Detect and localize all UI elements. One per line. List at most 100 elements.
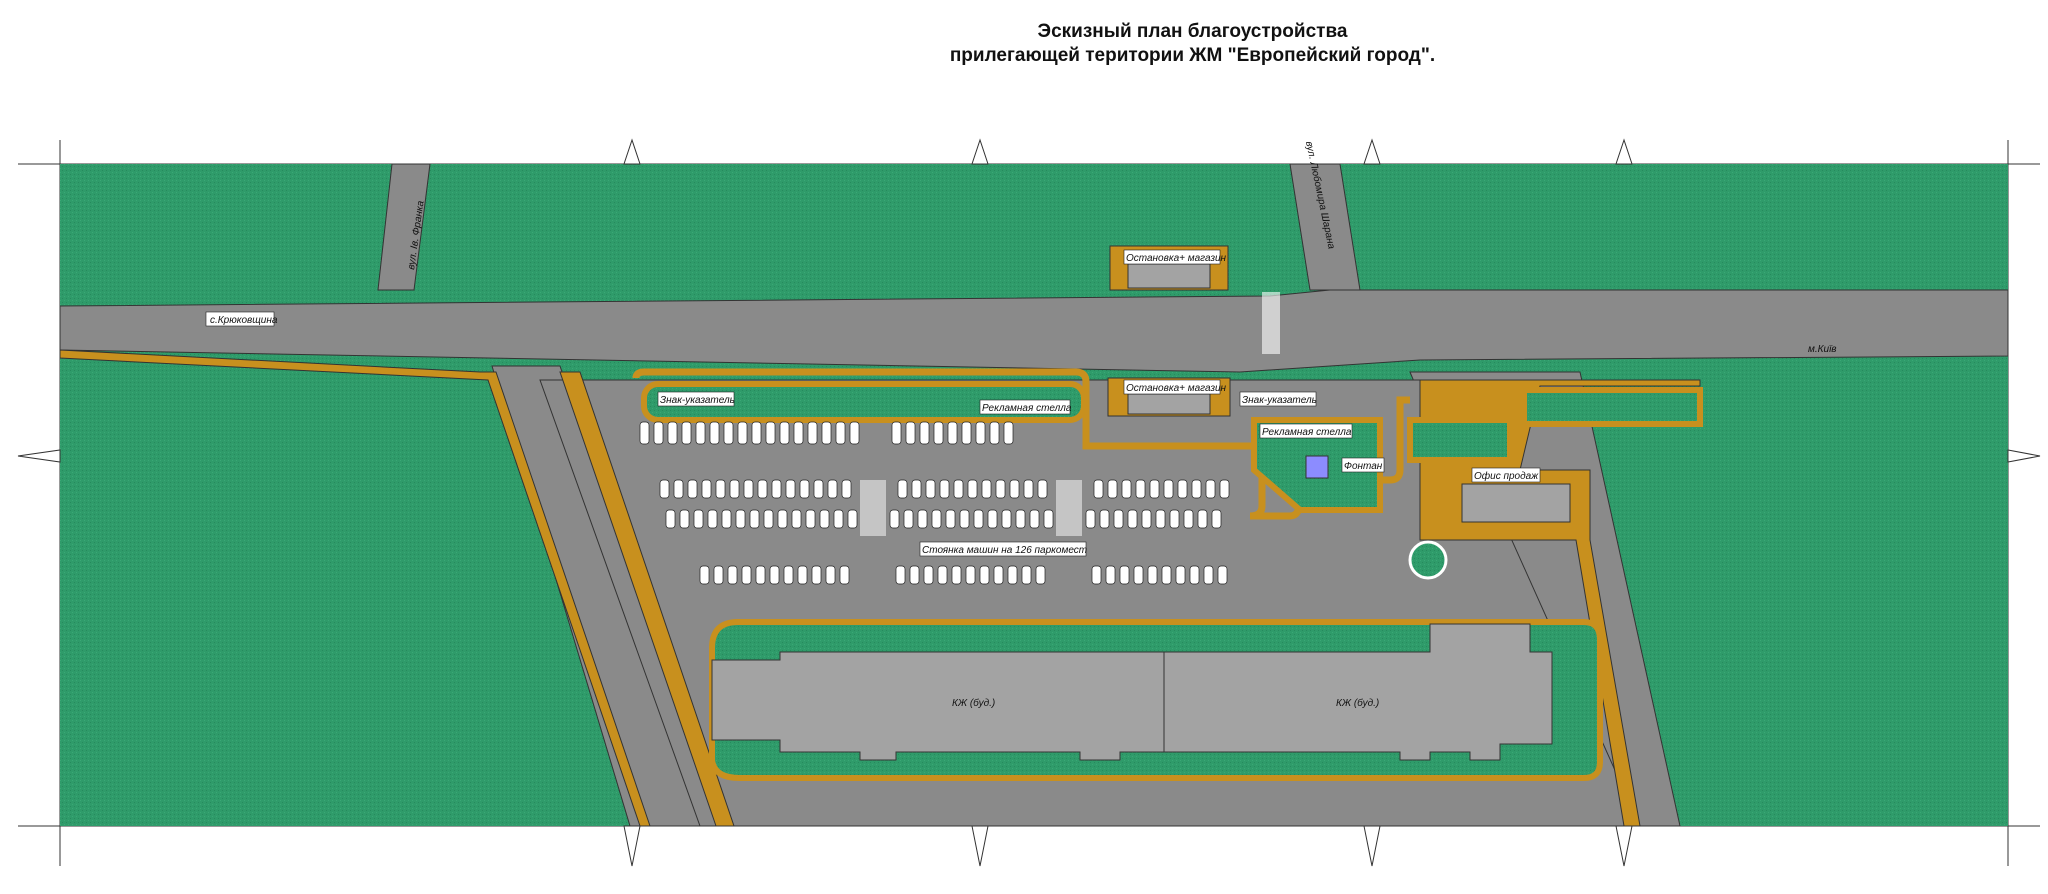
parked-car [709,421,720,445]
parked-car [939,479,950,499]
parked-car [821,421,832,445]
parked-car [1191,479,1202,499]
stop-shop-top [1127,263,1211,289]
parked-car [811,565,822,585]
parked-car [1177,479,1188,499]
parked-car [769,565,780,585]
parked-car [1037,479,1048,499]
parked-car [687,479,698,499]
highway [59,289,2009,373]
plan-title: Эскизный план благоустройства прилегающе… [0,20,2048,68]
parked-car [1001,509,1012,529]
parked-car [951,565,962,585]
parked-car [741,565,752,585]
parked-car [931,509,942,529]
parked-car [923,565,934,585]
parked-car [665,509,676,529]
parked-car [771,479,782,499]
svg-text:КЖ (буд.): КЖ (буд.) [952,697,995,709]
parked-car [653,421,664,445]
parked-car [805,509,816,529]
parked-car [737,421,748,445]
parked-car [905,421,916,445]
parked-car [1003,421,1014,445]
parked-car [659,479,670,499]
sales-office [1461,483,1571,523]
parked-car [1155,509,1166,529]
svg-text:Стоянка машин на 126 паркомест: Стоянка машин на 126 паркомест [922,545,1087,556]
parked-car [679,509,690,529]
parked-car [1085,509,1096,529]
parked-car [1091,565,1102,585]
parked-car [897,479,908,499]
parked-car [807,421,818,445]
parked-car [1169,509,1180,529]
parked-car [895,565,906,585]
parked-car [841,479,852,499]
parked-car [723,421,734,445]
stop-top-label: Остановка+ магазин [1123,249,1227,265]
parked-car [735,509,746,529]
parked-car [757,479,768,499]
parked-car [975,421,986,445]
parked-car [1203,565,1214,585]
parked-car [995,479,1006,499]
fountain-label: Фонтан [1341,457,1385,473]
svg-text:Остановка+ магазин: Остановка+ магазин [1126,253,1227,264]
parked-car [961,421,972,445]
roundabout [1408,540,1448,580]
parking-rows [639,421,1230,585]
parked-car [793,421,804,445]
parked-car [639,421,650,445]
parked-car [701,479,712,499]
parked-car [765,421,776,445]
parked-car [993,565,1004,585]
parked-car [1211,509,1222,529]
parked-car [889,509,900,529]
parked-car [1149,479,1160,499]
parked-car [967,479,978,499]
parked-car [695,421,706,445]
parked-car [1099,509,1110,529]
break-marks [17,138,2041,867]
parked-car [783,565,794,585]
svg-text:м.Київ: м.Київ [1808,344,1837,355]
svg-text:Рекламная стелла: Рекламная стелла [1262,427,1352,438]
stop-shop-bottom [1127,393,1211,415]
parked-car [919,421,930,445]
parked-car [1029,509,1040,529]
svg-text:Остановка+ магазин: Остановка+ магазин [1126,383,1227,394]
svg-text:с.Крюковщина: с.Крюковщина [210,315,278,326]
parked-car [819,509,830,529]
parked-car [777,509,788,529]
dir-right-label: м.Київ [1808,344,1837,355]
parked-car [699,565,710,585]
parked-car [953,479,964,499]
parked-car [755,565,766,585]
fountain-icon [1305,455,1329,479]
parked-car [987,509,998,529]
parked-car [721,509,732,529]
svg-text:Рекламная стелла: Рекламная стелла [982,403,1072,414]
residential-building [711,623,1553,761]
parked-car [835,421,846,445]
parked-car [945,509,956,529]
ad-left-label: Рекламная стелла [979,399,1072,415]
stop-bottom-label: Остановка+ магазин [1123,379,1227,395]
parked-car [749,509,760,529]
parked-car [1035,565,1046,585]
parked-car [729,479,740,499]
parked-car [1121,479,1132,499]
parking-label: Стоянка машин на 126 паркомест [919,541,1087,557]
parked-car [1141,509,1152,529]
parked-car [1127,509,1138,529]
ad-right-label: Рекламная стелла [1259,423,1353,439]
parked-car [909,565,920,585]
parked-car [959,509,970,529]
parked-car [813,479,824,499]
building-left-label: КЖ (буд.) [952,697,995,709]
parked-car [965,565,976,585]
parked-car [989,421,1000,445]
parked-car [1043,509,1054,529]
